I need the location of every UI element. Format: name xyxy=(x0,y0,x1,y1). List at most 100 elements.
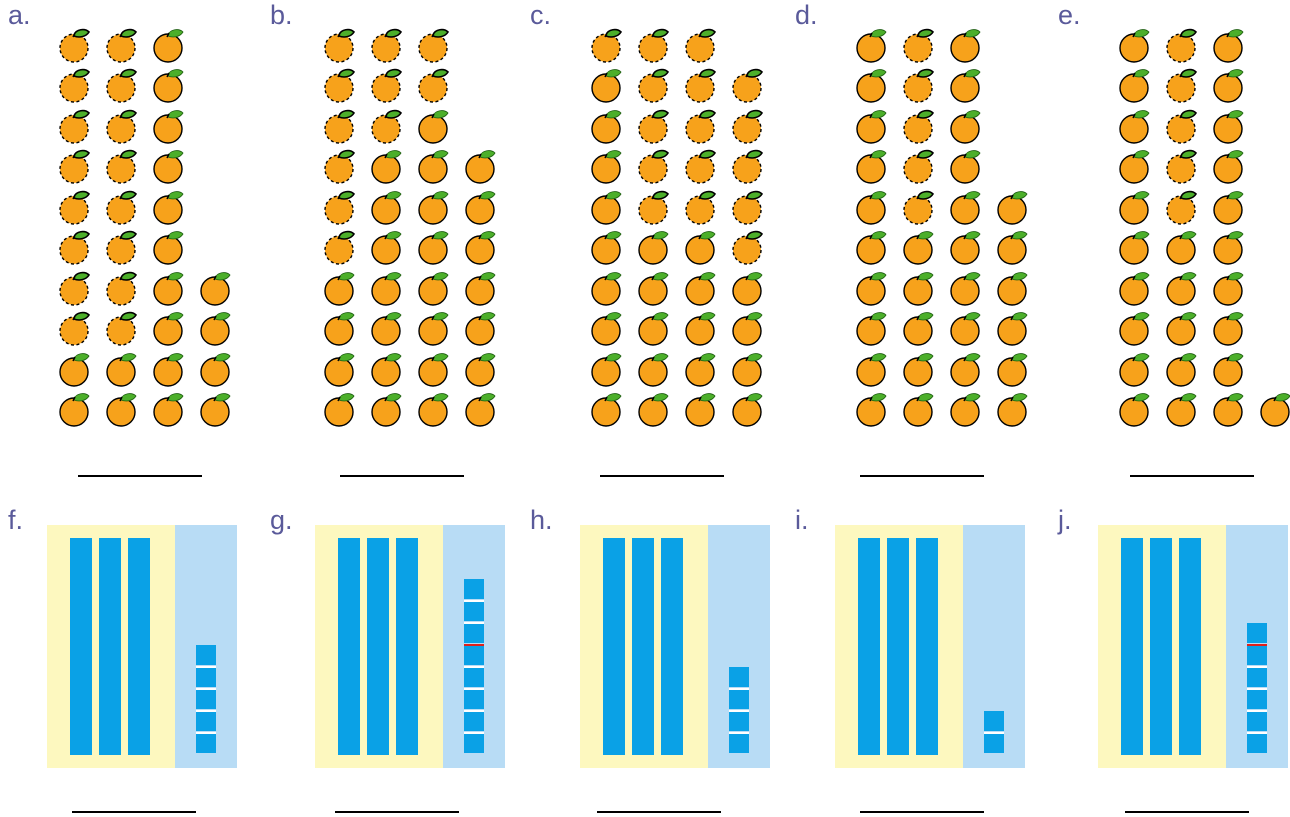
answer-line[interactable] xyxy=(600,475,724,477)
orange-icon xyxy=(949,392,983,428)
ten-rod xyxy=(396,538,418,755)
orange-icon xyxy=(1118,190,1152,226)
one-cube xyxy=(729,733,749,753)
orange-icon xyxy=(949,271,983,307)
orange-icon xyxy=(323,190,357,226)
orange-icon xyxy=(1118,352,1152,388)
orange-icon xyxy=(996,190,1030,226)
orange-icon xyxy=(105,271,139,307)
orange-icon xyxy=(731,68,765,104)
answer-line[interactable] xyxy=(860,475,984,477)
orange-icon xyxy=(152,352,186,388)
cube-divider xyxy=(984,732,1004,734)
orange-icon xyxy=(323,352,357,388)
orange-icon xyxy=(684,28,718,64)
orange-icon xyxy=(370,68,404,104)
orange-icon xyxy=(902,271,936,307)
orange-icon xyxy=(1212,230,1246,266)
orange-icon xyxy=(855,149,889,185)
ten-rod xyxy=(603,538,625,755)
answer-line[interactable] xyxy=(78,475,202,477)
orange-icon xyxy=(370,392,404,428)
orange-icon xyxy=(370,271,404,307)
orange-icon xyxy=(637,149,671,185)
cube-divider xyxy=(196,732,216,734)
cube-divider xyxy=(1247,710,1267,712)
orange-icon xyxy=(590,109,624,145)
orange-icon xyxy=(323,311,357,347)
orange-icon xyxy=(417,392,451,428)
problem-label: d. xyxy=(795,0,818,31)
problem-label: c. xyxy=(530,0,551,31)
problem-label: j. xyxy=(1058,505,1072,536)
orange-icon xyxy=(152,109,186,145)
cube-divider xyxy=(196,710,216,712)
problem-label: g. xyxy=(270,505,293,536)
orange-icon xyxy=(152,311,186,347)
answer-line[interactable] xyxy=(1130,475,1254,477)
one-cube xyxy=(1247,689,1267,709)
answer-line[interactable] xyxy=(1125,811,1249,813)
orange-icon xyxy=(464,311,498,347)
orange-icon xyxy=(731,230,765,266)
orange-icon xyxy=(902,109,936,145)
orange-icon xyxy=(417,149,451,185)
orange-icon xyxy=(370,109,404,145)
answer-line[interactable] xyxy=(860,811,984,813)
one-cube xyxy=(464,733,484,753)
orange-icon xyxy=(417,28,451,64)
orange-icon xyxy=(1165,109,1199,145)
orange-icon xyxy=(1118,68,1152,104)
orange-icon xyxy=(731,392,765,428)
ones-area xyxy=(963,525,1025,768)
orange-icon xyxy=(105,68,139,104)
orange-icon xyxy=(996,392,1030,428)
answer-line[interactable] xyxy=(72,811,196,813)
orange-icon xyxy=(996,230,1030,266)
orange-icon xyxy=(1165,352,1199,388)
orange-icon xyxy=(105,230,139,266)
orange-icon xyxy=(855,230,889,266)
orange-icon xyxy=(731,149,765,185)
ten-rod xyxy=(70,538,92,755)
five-marker xyxy=(1247,644,1267,646)
base-ten-panel xyxy=(1098,525,1288,768)
orange-icon xyxy=(590,352,624,388)
orange-icon xyxy=(58,271,92,307)
cube-divider xyxy=(464,710,484,712)
one-cube xyxy=(464,579,484,599)
orange-icon xyxy=(902,230,936,266)
orange-icon xyxy=(152,230,186,266)
orange-icon xyxy=(199,311,233,347)
one-cube xyxy=(984,711,1004,731)
ones-area xyxy=(443,525,505,768)
answer-line[interactable] xyxy=(340,475,464,477)
orange-icon xyxy=(902,352,936,388)
orange-icon xyxy=(417,271,451,307)
problem-label: i. xyxy=(795,505,809,536)
orange-icon xyxy=(590,230,624,266)
answer-line[interactable] xyxy=(597,811,721,813)
orange-icon xyxy=(637,109,671,145)
ones-area xyxy=(1226,525,1288,768)
orange-icon xyxy=(370,190,404,226)
orange-icon xyxy=(637,28,671,64)
orange-icon xyxy=(1165,230,1199,266)
orange-icon xyxy=(58,230,92,266)
orange-icon xyxy=(1212,149,1246,185)
orange-icon xyxy=(152,28,186,64)
one-cube xyxy=(196,667,216,687)
orange-icon xyxy=(105,392,139,428)
orange-icon xyxy=(855,190,889,226)
orange-icon xyxy=(684,271,718,307)
ten-rod xyxy=(632,538,654,755)
orange-icon xyxy=(637,230,671,266)
orange-icon xyxy=(637,68,671,104)
one-cube xyxy=(729,667,749,687)
answer-line[interactable] xyxy=(335,811,459,813)
ones-area xyxy=(708,525,770,768)
cube-divider xyxy=(464,600,484,602)
one-cube xyxy=(196,733,216,753)
ten-rod xyxy=(858,538,880,755)
problem-label: e. xyxy=(1058,0,1081,31)
